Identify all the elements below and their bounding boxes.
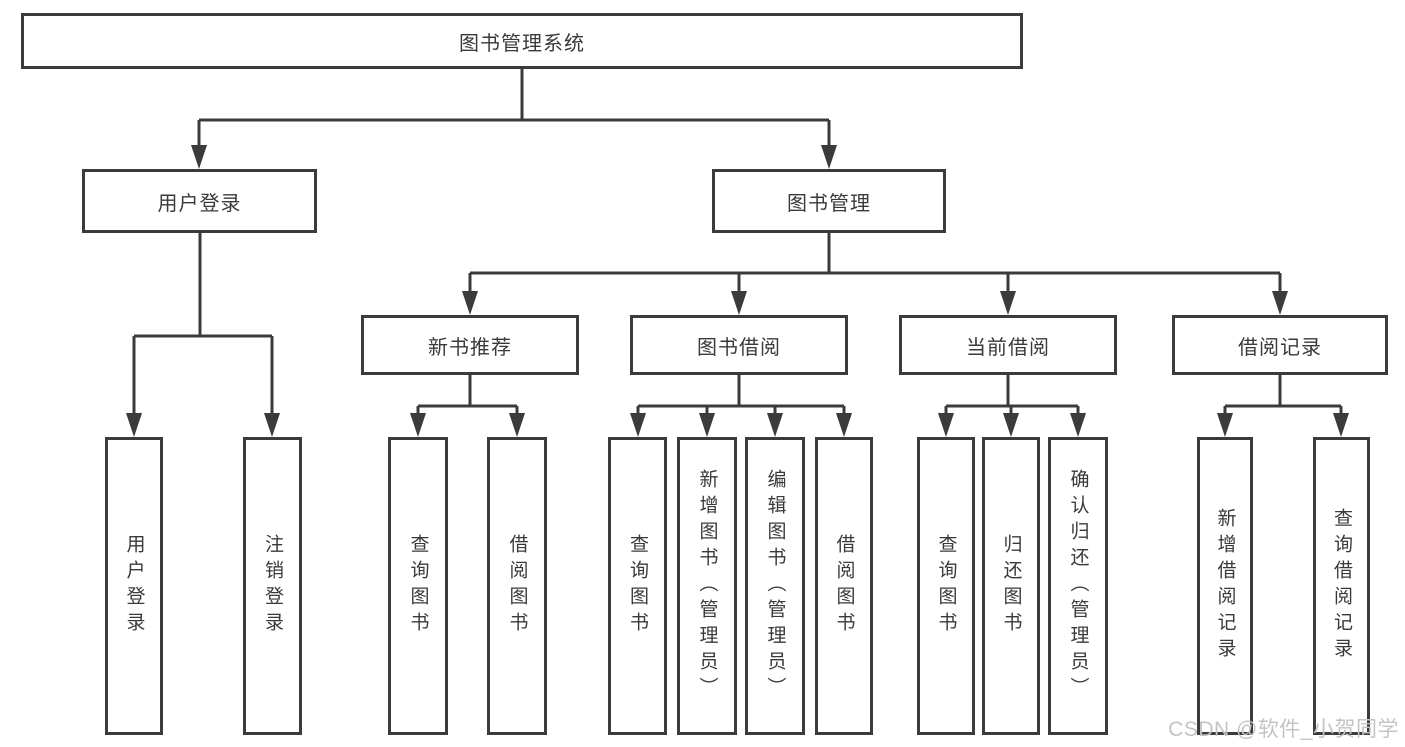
- leaf-edit-book-admin: 编辑图书（管理员）: [745, 437, 805, 735]
- leaf-return-books: 归还图书: [982, 437, 1040, 735]
- arrowhead-icon: [821, 145, 837, 169]
- arrowhead-icon: [1003, 413, 1019, 437]
- arrowhead-icon: [836, 413, 852, 437]
- arrowhead-icon: [462, 291, 478, 315]
- connector-book-borrow: [636, 375, 846, 418]
- arrowhead-icon: [1000, 291, 1016, 315]
- leaf-borrow-books: 借阅图书: [815, 437, 873, 735]
- connector-book-management: [468, 233, 1282, 296]
- leaf-query-books: 查询图书: [917, 437, 975, 735]
- connector-current-borrow: [944, 375, 1080, 418]
- node-new-book-recommendation: 新书推荐: [361, 315, 579, 375]
- arrowhead-icon: [699, 413, 715, 437]
- node-label: 借阅图书: [833, 534, 855, 638]
- connector-new-book: [416, 375, 519, 418]
- node-label: 确认归还（管理员）: [1067, 469, 1089, 703]
- node-label: 图书借阅: [697, 336, 781, 359]
- leaf-confirm-return-admin: 确认归还（管理员）: [1048, 437, 1108, 735]
- node-label: 查询图书: [935, 534, 957, 638]
- node-label: 新书推荐: [428, 336, 512, 359]
- node-label: 用户登录: [123, 534, 145, 638]
- connector-root: [197, 69, 831, 150]
- csdn-watermark: CSDN @软件_小贺同学: [1168, 718, 1399, 741]
- arrowhead-icon: [1217, 413, 1233, 437]
- connector-user-login: [132, 233, 274, 418]
- leaf-query-books: 查询图书: [388, 437, 448, 735]
- arrowhead-icon: [509, 413, 525, 437]
- leaf-query-books: 查询图书: [608, 437, 667, 735]
- node-label: 编辑图书（管理员）: [764, 469, 786, 703]
- node-user-login: 用户登录: [82, 169, 317, 233]
- node-current-borrowing: 当前借阅: [899, 315, 1117, 375]
- arrowhead-icon: [731, 291, 747, 315]
- node-label: 归还图书: [1000, 534, 1022, 638]
- node-label: 图书管理系统: [459, 32, 585, 55]
- leaf-add-book-admin: 新增图书（管理员）: [677, 437, 737, 735]
- connector-borrow-record: [1223, 375, 1343, 418]
- node-library-system: 图书管理系统: [21, 13, 1023, 69]
- leaf-user-login: 用户登录: [105, 437, 163, 735]
- node-label: 用户登录: [157, 192, 242, 215]
- node-label: 查询图书: [627, 534, 648, 638]
- node-book-borrowing: 图书借阅: [630, 315, 848, 375]
- node-label: 注销登录: [262, 534, 283, 638]
- node-book-management: 图书管理: [712, 169, 946, 233]
- arrowhead-icon: [1070, 413, 1086, 437]
- arrowhead-icon: [1272, 291, 1288, 315]
- arrowhead-icon: [410, 413, 426, 437]
- node-label: 新增借阅记录: [1214, 508, 1236, 664]
- arrowhead-icon: [938, 413, 954, 437]
- arrowhead-icon: [630, 413, 646, 437]
- node-label: 新增图书（管理员）: [696, 469, 718, 703]
- arrowhead-icon: [1333, 413, 1349, 437]
- node-borrowing-records: 借阅记录: [1172, 315, 1388, 375]
- node-label: 借阅记录: [1238, 336, 1322, 359]
- arrowhead-icon: [264, 413, 280, 437]
- node-label: 借阅图书: [506, 534, 528, 638]
- node-label: 图书管理: [787, 192, 871, 215]
- node-label: 查询借阅记录: [1331, 508, 1352, 664]
- leaf-add-borrow-record: 新增借阅记录: [1197, 437, 1253, 735]
- arrowhead-icon: [126, 413, 142, 437]
- leaf-borrow-books: 借阅图书: [487, 437, 547, 735]
- arrowhead-icon: [191, 145, 207, 169]
- arrowhead-icon: [767, 413, 783, 437]
- leaf-logout: 注销登录: [243, 437, 302, 735]
- leaf-query-borrow-record: 查询借阅记录: [1313, 437, 1370, 735]
- node-label: 查询图书: [407, 534, 429, 638]
- node-label: 当前借阅: [966, 336, 1050, 359]
